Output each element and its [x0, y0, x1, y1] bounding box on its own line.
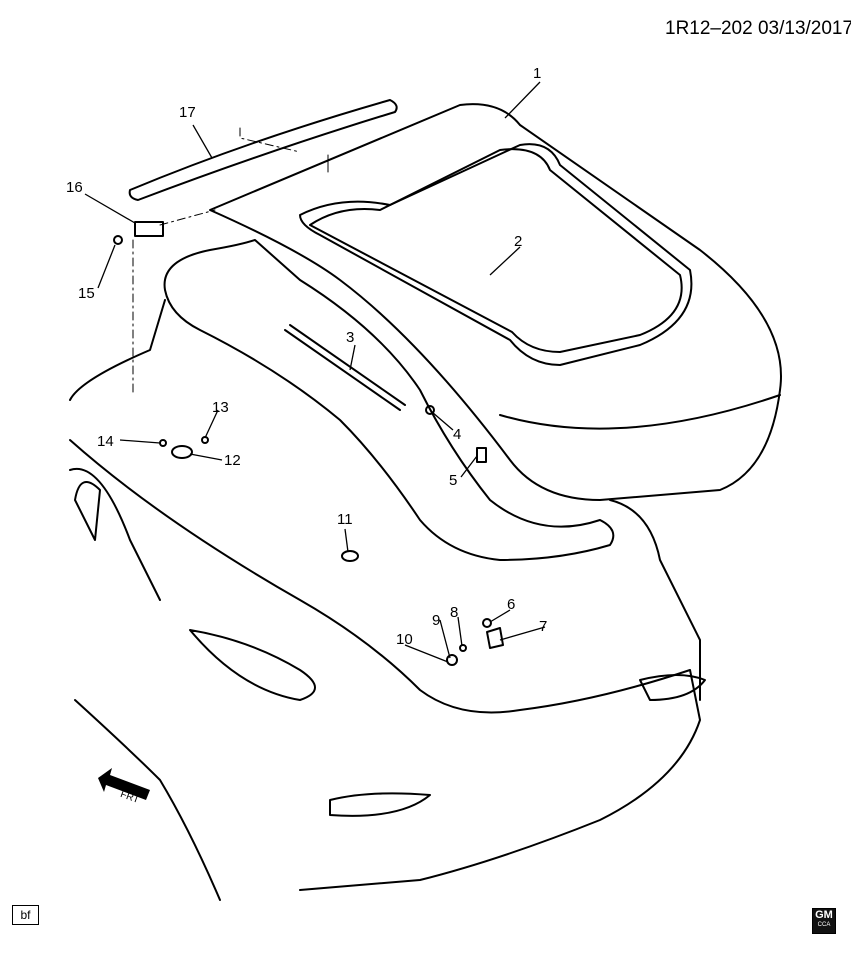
liftgate-glass-opening [299, 143, 693, 366]
latch-7 [486, 627, 504, 649]
bumper-5 [476, 447, 487, 463]
nut-15 [113, 235, 123, 245]
liftgate-panel [209, 103, 782, 501]
gas-strut [284, 329, 401, 411]
callout-10: 10 [396, 631, 413, 648]
callout-5: 5 [449, 472, 458, 489]
callout-14: 14 [97, 433, 114, 450]
callout-8: 8 [450, 604, 459, 621]
callout-12: 12 [224, 452, 241, 469]
bolt-9 [446, 654, 458, 666]
frt-arrow-icon [98, 768, 150, 800]
callout-15: 15 [78, 285, 95, 302]
callout-6: 6 [507, 596, 516, 613]
vehicle-body [69, 299, 701, 891]
bolt-14 [159, 439, 167, 447]
callout-2: 2 [514, 233, 523, 250]
callout-17: 17 [179, 104, 196, 121]
plug-11 [341, 550, 359, 562]
bf-label: bf [12, 905, 39, 925]
diagram-reference: 1R12–202 03/13/2017 [665, 18, 851, 39]
callout-13: 13 [212, 399, 229, 416]
spoiler [128, 99, 398, 201]
liftgate-glass-inner [309, 148, 683, 353]
bolt-8 [459, 644, 467, 652]
bumper-12 [171, 445, 193, 459]
spoiler-bracket [134, 221, 164, 237]
callout-9: 9 [432, 612, 441, 629]
callout-7: 7 [539, 618, 548, 635]
striker-6 [482, 618, 492, 628]
callout-1: 1 [533, 65, 542, 82]
callout-4: 4 [453, 426, 462, 443]
liftgate-panel-edge [499, 394, 781, 430]
weatherstrip-seal [163, 239, 615, 561]
callout-16: 16 [66, 179, 83, 196]
callout-3: 3 [346, 329, 355, 346]
gm-logo: GM CCA [812, 908, 836, 934]
callout-11: 11 [337, 511, 353, 528]
stud-4 [425, 405, 435, 415]
